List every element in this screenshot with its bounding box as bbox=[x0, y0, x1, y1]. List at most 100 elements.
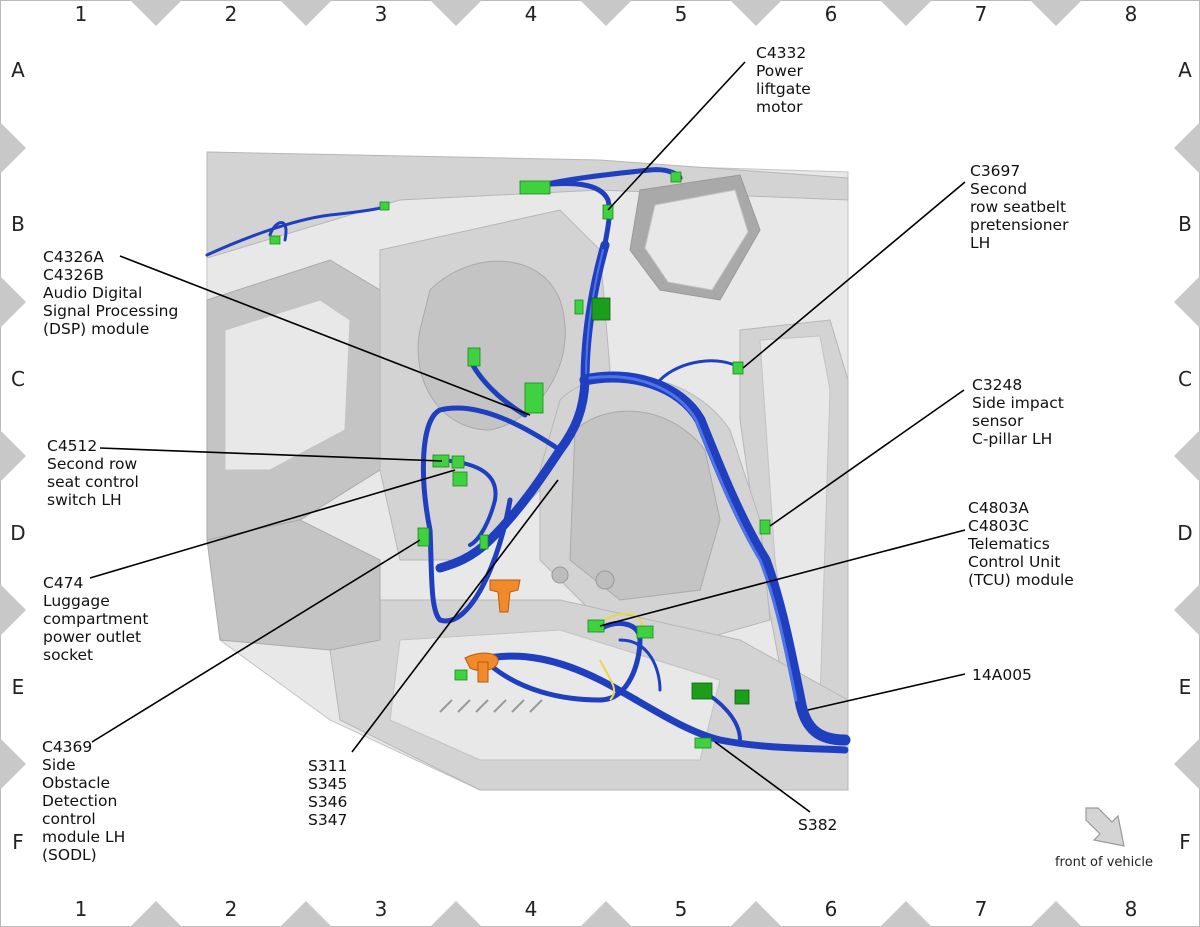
grid-marker-top bbox=[1030, 0, 1082, 26]
callout-c4803: C4803A C4803C Telematics Control Unit (T… bbox=[967, 499, 1074, 589]
column-label-5: 5 bbox=[675, 897, 688, 921]
callout-s382: S382 bbox=[798, 816, 837, 834]
callout-c3697-line: row seatbelt bbox=[970, 198, 1066, 216]
connector-s382 bbox=[694, 737, 712, 749]
callout-c474-line: Luggage bbox=[43, 592, 110, 610]
grid-marker-right bbox=[1174, 430, 1200, 482]
callout-c4369-line: (SODL) bbox=[42, 846, 97, 864]
grid-marker-bottom bbox=[280, 901, 332, 927]
column-label-3: 3 bbox=[375, 897, 388, 921]
callout-c4803-line: (TCU) module bbox=[968, 571, 1074, 589]
row-label-b: B bbox=[11, 212, 25, 236]
column-label-2: 2 bbox=[225, 897, 238, 921]
column-label-4: 4 bbox=[525, 897, 538, 921]
callout-c4369-line: control bbox=[42, 810, 96, 828]
connector-c3248 bbox=[759, 519, 771, 535]
leader-14a005 bbox=[807, 673, 966, 711]
callout-c4332-line: Power bbox=[756, 62, 803, 80]
leader-lines bbox=[89, 61, 966, 813]
grid-marker-top bbox=[730, 0, 782, 26]
row-label-c: C bbox=[11, 367, 25, 391]
connector bbox=[602, 204, 614, 220]
callout-c4512-line: switch LH bbox=[47, 491, 122, 509]
row-label-d: D bbox=[10, 521, 25, 545]
grid-marker-bottom bbox=[1030, 901, 1082, 927]
column-label-6: 6 bbox=[825, 897, 838, 921]
column-label-5: 5 bbox=[675, 2, 688, 26]
callout-c3248-line: sensor bbox=[972, 412, 1024, 430]
leader-c4332 bbox=[607, 61, 746, 211]
connector-c3697 bbox=[732, 361, 744, 375]
callout-c474-line: compartment bbox=[43, 610, 148, 628]
column-label-4: 4 bbox=[525, 2, 538, 26]
grid-marker-left bbox=[0, 430, 26, 482]
callout-c4326-line: Audio Digital bbox=[43, 284, 142, 302]
callout-c4512-line: C4512 bbox=[47, 437, 97, 455]
callout-c4803-line: Telematics bbox=[967, 535, 1050, 553]
orientation-indicator: front of vehicle bbox=[1055, 807, 1153, 870]
connector-c4803 bbox=[587, 619, 605, 633]
connector bbox=[479, 534, 489, 550]
connector-c4369 bbox=[417, 527, 430, 547]
column-label-8: 8 bbox=[1125, 897, 1138, 921]
callout-14a005-line: 14A005 bbox=[972, 666, 1032, 684]
connectors bbox=[269, 171, 771, 749]
callout-c4326-line: C4326B bbox=[43, 266, 104, 284]
front-of-vehicle-label: front of vehicle bbox=[1055, 855, 1153, 870]
callout-c3248-line: Side impact bbox=[972, 394, 1064, 412]
callout-c4803-line: C4803C bbox=[968, 517, 1029, 535]
grid-marker-top bbox=[580, 0, 632, 26]
leader-c4803 bbox=[599, 529, 966, 627]
callout-c474-line: power outlet bbox=[43, 628, 141, 646]
column-label-1: 1 bbox=[75, 2, 88, 26]
leader-splices bbox=[351, 479, 559, 753]
callout-s382-line: S382 bbox=[798, 816, 837, 834]
connector bbox=[454, 669, 468, 681]
arrow-down-right-icon bbox=[1085, 807, 1125, 847]
row-label-e: E bbox=[12, 675, 25, 699]
column-label-1: 1 bbox=[75, 897, 88, 921]
callout-c4369-line: Detection bbox=[42, 792, 117, 810]
column-label-6: 6 bbox=[825, 2, 838, 26]
callout-c4332: C4332 Power liftgate motor bbox=[756, 44, 811, 116]
leader-s382 bbox=[714, 741, 811, 813]
callout-c4326-line: (DSP) module bbox=[43, 320, 149, 338]
row-label-b: B bbox=[1178, 212, 1192, 236]
callout-splice-line: S345 bbox=[308, 775, 347, 793]
callout-c4369: C4369 Side Obstacle Detection control mo… bbox=[42, 738, 125, 864]
callout-splices: S311 S345 S346 S347 bbox=[308, 757, 347, 829]
callout-c3697-line: pretensioner bbox=[970, 216, 1069, 234]
callout-c474-line: socket bbox=[43, 646, 93, 664]
grid-marker-left bbox=[0, 738, 26, 790]
grid-marker-top bbox=[430, 0, 482, 26]
callout-c3697-line: C3697 bbox=[970, 162, 1020, 180]
grid-marker-right bbox=[1174, 584, 1200, 636]
column-label-7: 7 bbox=[975, 2, 988, 26]
callout-c4332-line: C4332 bbox=[756, 44, 806, 62]
callout-c4369-line: C4369 bbox=[42, 738, 92, 756]
row-label-d: D bbox=[1177, 521, 1192, 545]
grid-marker-bottom bbox=[130, 901, 182, 927]
row-label-a: A bbox=[1178, 58, 1192, 82]
grid-column-labels-bottom: 1 2 3 4 5 6 7 8 bbox=[75, 897, 1138, 921]
callout-splice-line: S311 bbox=[308, 757, 347, 775]
callout-14a005: 14A005 bbox=[972, 666, 1032, 684]
grid-marker-left bbox=[0, 276, 26, 328]
grid-marker-bottom bbox=[580, 901, 632, 927]
callout-c3697-line: LH bbox=[970, 234, 990, 252]
grid-marker-right bbox=[1174, 122, 1200, 174]
callout-c3697: C3697 Second row seatbelt pretensioner L… bbox=[970, 162, 1069, 252]
callout-c4369-line: Obstacle bbox=[42, 774, 110, 792]
leader-c4326 bbox=[119, 255, 531, 416]
callout-c4369-line: module LH bbox=[42, 828, 125, 846]
connector-c474 bbox=[452, 471, 468, 487]
connector bbox=[670, 171, 682, 183]
vehicle-body-illustration bbox=[206, 151, 849, 791]
callout-c3248: C3248 Side impact sensor C-pillar LH bbox=[972, 376, 1064, 448]
grid-marker-bottom bbox=[730, 901, 782, 927]
callout-c3697-line: Second bbox=[970, 180, 1027, 198]
column-label-3: 3 bbox=[375, 2, 388, 26]
callout-c4512: C4512 Second row seat control switch LH bbox=[47, 437, 139, 509]
grid-marker-top bbox=[880, 0, 932, 26]
